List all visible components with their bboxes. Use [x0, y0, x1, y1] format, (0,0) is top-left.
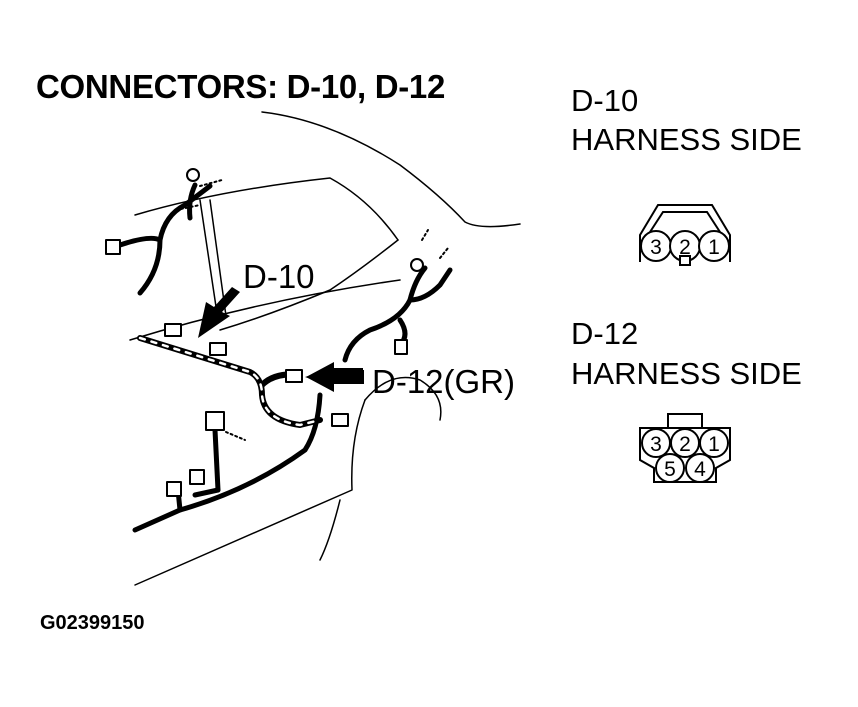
d10-pin-3: 3 [650, 236, 662, 259]
callout-d10: D-10 [243, 258, 315, 295]
vehicle-body-outline [129, 111, 521, 586]
harness-connectors [105, 239, 408, 497]
d10-pin-2: 2 [679, 236, 691, 259]
d12-pin-5: 5 [664, 458, 676, 481]
page-title: CONNECTORS: D-10, D-12 [36, 68, 446, 105]
d12-connector-name: D-12 [571, 316, 639, 351]
d12-pin-3: 3 [650, 433, 662, 456]
callout-d12: D-12(GR) [372, 363, 516, 400]
d12-pin-4: 4 [694, 458, 706, 481]
d12-pin-1: 1 [708, 433, 720, 456]
d10-arrow [198, 287, 240, 338]
d12-connector-housing [667, 413, 703, 428]
d10-connector-name: D-10 [571, 83, 639, 118]
d10-connector-housing [639, 204, 731, 262]
d12-harness-side-label: HARNESS SIDE [571, 356, 802, 391]
d10-pin-1: 1 [708, 236, 720, 259]
figure-id: G02399150 [40, 612, 145, 634]
d12-pin-2: 2 [679, 433, 691, 456]
d10-harness-side-label: HARNESS SIDE [571, 122, 802, 157]
